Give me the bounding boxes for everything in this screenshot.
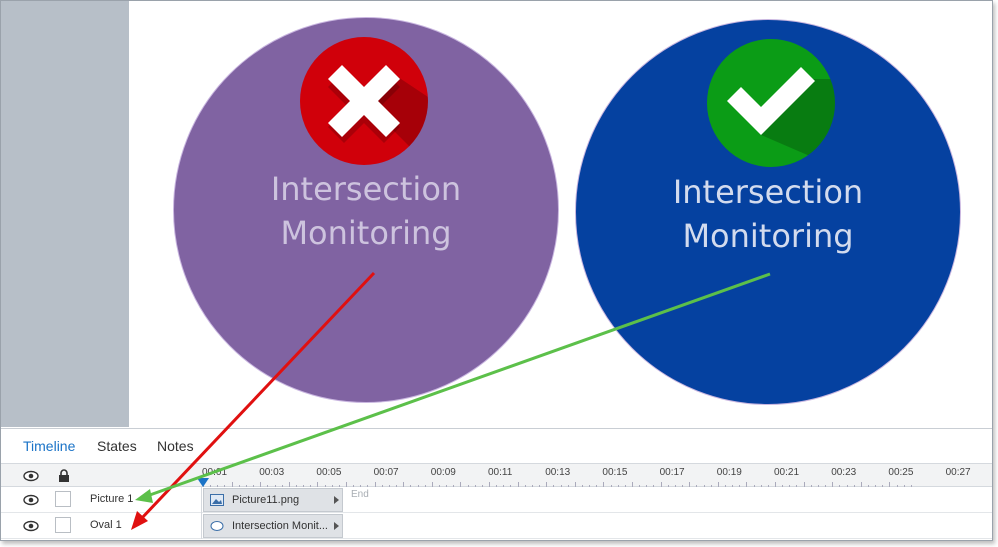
ruler-tick [875,485,877,488]
ruler-tick-label: 00:09 [430,467,456,478]
eye-icon[interactable] [23,518,39,534]
ruler-tick [882,485,884,488]
timeline-row[interactable]: Oval 1 Intersection Monit... [1,513,992,539]
ruler-tick-label: 00:19 [716,467,742,478]
tab-notes[interactable]: Notes [157,438,194,454]
ruler-tick-label: 00:03 [259,467,285,478]
circle-label-purple: Intersection Monitoring [223,167,509,255]
ruler-tick [910,485,912,488]
timeline-row[interactable]: Picture 1 Picture11.png End [1,487,992,513]
ruler-tick [903,485,905,488]
ruler-tick-label: 00:01 [202,467,228,478]
ruler-tick [846,485,848,488]
filmstrip-panel [1,1,129,427]
image-icon [210,494,224,506]
ruler-tick-label: 00:25 [888,467,914,478]
lock-icon[interactable] [56,468,72,484]
circle-label-line2: Monitoring [682,217,854,255]
ruler-tick [803,482,805,488]
circle-label-line1: Intersection [672,173,864,211]
row-name: Picture 1 [90,493,134,505]
ruler-tick [775,482,776,488]
divider [201,487,202,513]
timeline-clip[interactable]: Picture11.png [203,488,343,512]
ruler-tick [789,485,791,488]
checkmark-icon [727,67,835,167]
eye-icon[interactable] [23,468,39,484]
ruler-tick-label: 00:05 [316,467,342,478]
divider [201,513,202,539]
tab-timeline[interactable]: Timeline [23,438,76,454]
ruler-tick-label: 00:17 [659,467,685,478]
ruler-tick-label: 00:07 [373,467,399,478]
timeline-ruler[interactable]: 00:01 00:03 00:05 00:07 00:09 00:11 00:13 00:15… [201,464,992,488]
ruler-tick [832,482,834,488]
end-marker-label: End [351,489,369,500]
lock-checkbox[interactable] [55,517,71,533]
playhead-marker[interactable] [197,478,209,487]
x-icon [328,65,428,165]
circle-label-line2: Monitoring [280,214,452,252]
timeline-clip[interactable]: Intersection Monit... [203,514,343,538]
ruler-tick-label: 00:21 [774,467,800,478]
ruler-tick [860,482,862,488]
ruler-tick-label: 00:23 [831,467,857,478]
clip-label: Picture11.png [232,494,300,506]
ruler-tick-label: 00:13 [545,467,571,478]
ruler-tick-label: 00:27 [945,467,971,478]
ruler-tick [853,485,855,488]
circle-label-line1: Intersection [270,170,462,208]
check-badge[interactable] [707,39,835,167]
ruler-tick [867,485,869,488]
clip-label: Intersection Monit... [232,520,328,532]
lock-checkbox[interactable] [55,491,71,507]
ruler-tick [796,485,798,488]
expand-arrow-icon[interactable] [334,496,339,504]
ruler-tick-label: 00:11 [488,467,513,478]
ruler-tick [782,485,784,488]
timeline-header: 00:01 00:03 00:05 00:07 00:09 00:11 00:13 00:15… [1,463,992,488]
ruler-tick-label: 00:15 [602,467,628,478]
ruler-tick [889,482,891,488]
ruler-tick [839,485,841,488]
x-badge[interactable] [300,37,428,165]
timeline-tabs: Timeline States Notes [1,428,992,464]
eye-icon[interactable] [23,492,39,508]
expand-arrow-icon[interactable] [334,522,339,530]
oval-icon [210,521,224,531]
circle-label-blue: Intersection Monitoring [625,170,911,258]
ruler-tick [810,485,812,488]
row-name: Oval 1 [90,519,122,531]
ruler-tick [817,485,819,488]
ruler-tick [825,485,827,488]
ruler-tick [896,485,898,488]
tab-states[interactable]: States [97,438,137,454]
